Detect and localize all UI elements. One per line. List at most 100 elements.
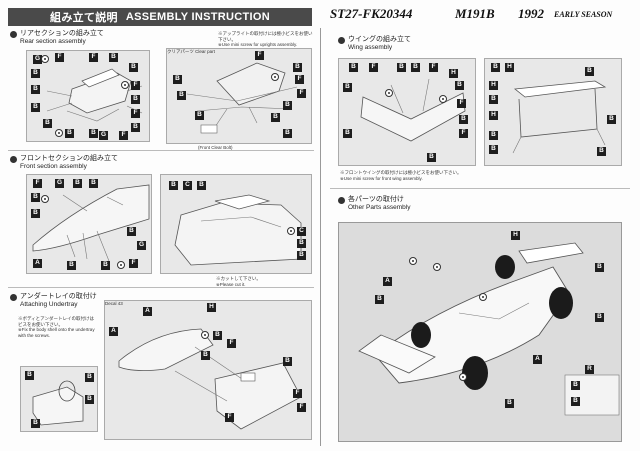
wing-note: ※フロントウイングの取付けには極小ビスをお使い下さい。 ※Use mini sc… [340,170,462,181]
part-label-b: B [169,181,178,190]
other-parts-diagram: H B B A B A B R B B [338,222,622,442]
column-divider [320,28,321,446]
front-wing-diagram: B F B B F H B F B F B B B [338,58,476,166]
part-label-b: B [375,295,384,304]
part-label-h: H [207,303,216,312]
front-title-jp: フロントセクションの組み立て [20,155,118,162]
bullet-icon [10,31,17,38]
front-title-en: Front section assembly [20,163,87,170]
part-label-b: B [201,351,210,360]
header-title-bar: 組み立て説明 ASSEMBLY INSTRUCTION [8,8,312,26]
part-label-f: F [129,259,138,268]
undertray-drawing [118,328,302,430]
screw-icon [117,261,125,269]
decal-label: Decal 43 [105,301,123,306]
section-divider [330,188,630,189]
part-label-a: A [33,259,42,268]
screw-icon [201,331,209,339]
part-label-f: F [293,389,302,398]
screw-icon [409,257,417,265]
gearbox-drawing [46,68,143,122]
part-label-b: B [459,115,468,124]
undertray-detail-diagram: B B B B [20,366,98,432]
part-label-f: F [459,129,468,138]
bullet-icon [10,156,17,163]
part-label-f: F [297,403,306,412]
other-title-en: Other Parts assembly [348,204,411,211]
rear-wing-diagram: B H B H B H B B B B [484,58,622,166]
part-label-b: B [595,263,604,272]
part-label-b: B [213,331,222,340]
part-label-b: B [271,113,280,122]
part-label-f: F [131,81,140,90]
part-label-b: B [67,261,76,270]
rear-wing-drawing [512,80,607,154]
wing-section-heading: ウイングの組み立て Wing assembly [338,36,411,52]
part-label-b: B [109,53,118,62]
nose-cone-drawing [32,184,150,262]
part-label-f: F [55,53,64,62]
screw-icon [439,95,447,103]
bullet-icon [10,294,17,301]
part-label-b: B [177,91,186,100]
part-label-b: B [607,115,616,124]
undertray-title-en: Attaching Undertray [20,301,78,308]
rear-diagram-right: B B F B F F B B B B クリアパーツ Clear part [166,48,312,144]
wing-note-en: ※Use mini screw for front wing assembly. [340,175,423,181]
part-label-f: F [227,339,236,348]
other-title-jp: 各パーツの取付け [348,196,404,203]
title-japanese: 組み立て説明 [50,12,118,24]
undertray-note: ※ボディとアンダートレイの取付けはビスをお使い下さい。 ※Fix the bod… [18,316,98,338]
part-label-f: F [33,179,42,188]
part-label-h: H [489,81,498,90]
part-label-f: F [225,413,234,422]
part-label-f: F [255,51,264,60]
part-label-h: H [511,231,520,240]
part-label-b: B [297,239,306,248]
screw-icon [121,81,129,89]
part-label-f: F [429,63,438,72]
part-label-b: B [411,63,420,72]
part-label-c: C [183,181,192,190]
part-label-b: B [585,67,594,76]
section-divider [8,150,314,151]
part-label-f: F [89,53,98,62]
undertray-note-en: ※Fix the body shell onto the undertray w… [18,327,95,338]
part-label-a: A [109,327,118,336]
front-section-heading: フロントセクションの組み立て Front section assembly [10,155,118,171]
clear-part-caption: クリアパーツ Clear part [167,49,311,55]
seat-detail-drawing [32,380,84,426]
part-label-f: F [369,63,378,72]
part-label-f: F [119,131,128,140]
part-label-b: B [571,381,580,390]
part-label-b: B [489,145,498,154]
clear-part-en: Clear part [195,49,215,54]
rear-title-en: Rear section assembly [20,38,86,45]
part-label-f: F [297,89,306,98]
part-label-r: R [585,365,594,374]
part-label-b: B [65,129,74,138]
part-label-b: B [595,313,604,322]
part-label-h: H [449,69,458,78]
part-label-b: B [131,123,140,132]
part-label-g: G [99,131,108,140]
part-label-g: G [33,55,42,64]
wing-title-jp: ウイングの組み立て [348,36,411,43]
part-label-b: B [197,181,206,190]
part-label-b: B [349,63,358,72]
part-label-b: B [343,129,352,138]
part-label-b: B [283,101,292,110]
part-label-h: H [505,63,514,72]
edition-label: EARLY SEASON [554,10,613,19]
part-label-a: A [533,355,542,364]
part-label-b: B [31,193,40,202]
screw-icon [433,263,441,271]
part-label-b: B [455,81,464,90]
part-label-g: G [137,241,146,250]
model-year: 1992 [518,6,544,21]
full-car-drawing [358,242,620,416]
part-label-a: A [143,307,152,316]
part-label-b: B [31,85,40,94]
part-label-b: B [283,129,292,138]
part-label-b: B [31,69,40,78]
